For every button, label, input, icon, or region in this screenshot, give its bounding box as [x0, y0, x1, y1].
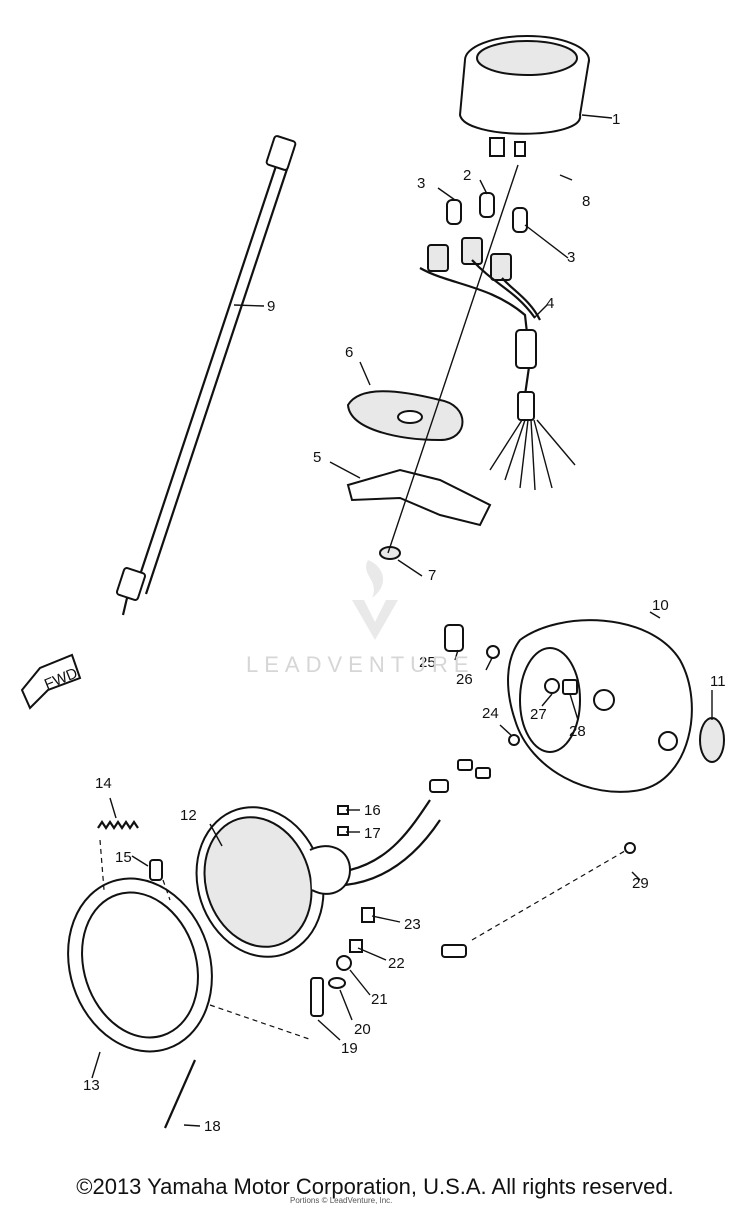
callout-10: 10 — [652, 597, 669, 614]
copyright-overlay: Portions © LeadVenture, Inc. — [290, 1196, 393, 1205]
wire-harness — [419, 237, 576, 491]
callout-29: 29 — [632, 875, 649, 892]
callout-22: 22 — [388, 955, 405, 972]
meter-bracket — [346, 390, 464, 442]
mounting-plate — [346, 468, 492, 527]
speedometer-cable — [115, 135, 297, 616]
screw-24 — [508, 734, 520, 746]
callout-17: 17 — [364, 825, 381, 842]
callout-14: 14 — [95, 775, 112, 792]
collar-19 — [310, 977, 324, 1017]
callout-6: 6 — [345, 344, 353, 361]
callout-12: 12 — [180, 807, 197, 824]
forward-arrow-icon — [20, 653, 82, 710]
ground-wire — [441, 842, 636, 958]
callout-16: 16 — [364, 802, 381, 819]
callout-1: 1 — [612, 111, 620, 128]
nut-17 — [337, 826, 349, 836]
callout-21: 21 — [371, 991, 388, 1008]
speedometer — [458, 35, 590, 157]
callout-18: 18 — [204, 1118, 221, 1135]
callout-4: 4 — [546, 295, 554, 312]
screw-15 — [149, 859, 163, 881]
callout-3: 3 — [417, 175, 425, 192]
bolt-23 — [361, 907, 375, 923]
spring — [97, 820, 139, 830]
grommet — [699, 717, 725, 763]
washer-21 — [336, 955, 352, 971]
bolt — [444, 624, 464, 652]
nut-22 — [349, 939, 363, 953]
callout-11: 11 — [710, 673, 726, 690]
callout-19: 19 — [341, 1040, 358, 1057]
callout-9: 9 — [267, 298, 275, 315]
callout-5: 5 — [313, 449, 321, 466]
callout-7: 7 — [428, 567, 436, 584]
watermark-logo — [352, 560, 398, 640]
bulbs — [446, 192, 528, 233]
callout-13: 13 — [83, 1077, 100, 1094]
washer-27 — [544, 678, 560, 694]
callouts: 1 2 3 3 4 5 6 7 8 9 10 11 12 13 14 15 16… — [83, 111, 726, 1135]
callout-27: 27 — [530, 706, 547, 723]
callout-25: 25 — [419, 654, 436, 671]
headlight-unit — [195, 759, 491, 958]
callout-20: 20 — [354, 1021, 371, 1038]
leader-lines — [91, 114, 713, 1127]
headlight-housing — [507, 619, 693, 793]
callout-26: 26 — [456, 671, 473, 688]
callout-8: 8 — [582, 193, 590, 210]
bolt-18 — [163, 1059, 197, 1129]
callout-28: 28 — [569, 723, 586, 740]
copyright-notice: ©2013 Yamaha Motor Corporation, U.S.A. A… — [76, 1174, 674, 1199]
callout-15: 15 — [115, 849, 132, 866]
watermark-text: LEADVENTURE — [246, 652, 475, 677]
washer-20 — [328, 977, 346, 989]
callout-23: 23 — [404, 916, 421, 933]
callout-24: 24 — [482, 705, 499, 722]
headlight-rim — [67, 877, 213, 1053]
washer-small — [486, 645, 500, 659]
nut-28 — [562, 679, 578, 695]
callout-3: 3 — [567, 249, 575, 266]
callout-2: 2 — [463, 167, 471, 184]
